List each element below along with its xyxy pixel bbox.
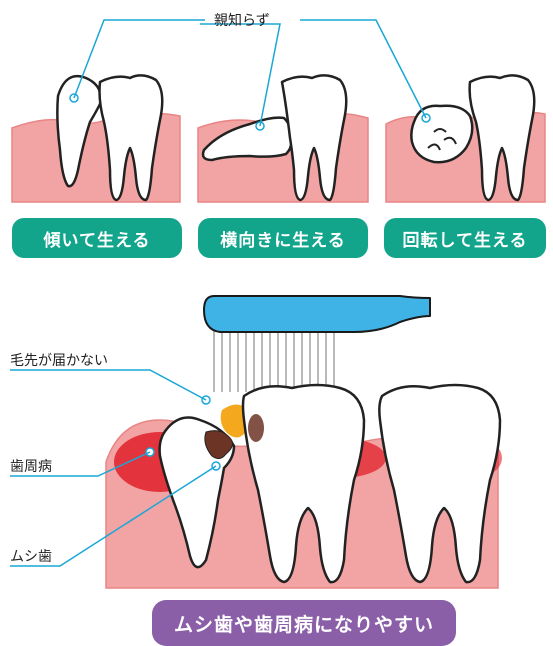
label-caries: ムシ歯 <box>10 546 52 566</box>
caption-tilted: 傾いて生える <box>12 218 182 258</box>
caption-rotated: 回転して生える <box>384 218 546 258</box>
banner-prone: ムシ歯や歯周病になりやすい <box>152 600 456 646</box>
label-bristles-dont-reach: 毛先が届かない <box>10 350 108 370</box>
panel-tilted <box>12 75 180 202</box>
wisdom-tooth-label: 親知らず <box>214 10 270 30</box>
caption-horizontal: 横向きに生える <box>198 218 368 258</box>
mouth-cross-section <box>106 296 502 588</box>
toothbrush-bristles <box>214 330 334 392</box>
label-periodontal-disease: 歯周病 <box>10 456 52 476</box>
toothbrush <box>204 296 430 332</box>
panel-horizontal <box>198 75 368 202</box>
panel-rotated <box>386 75 545 202</box>
